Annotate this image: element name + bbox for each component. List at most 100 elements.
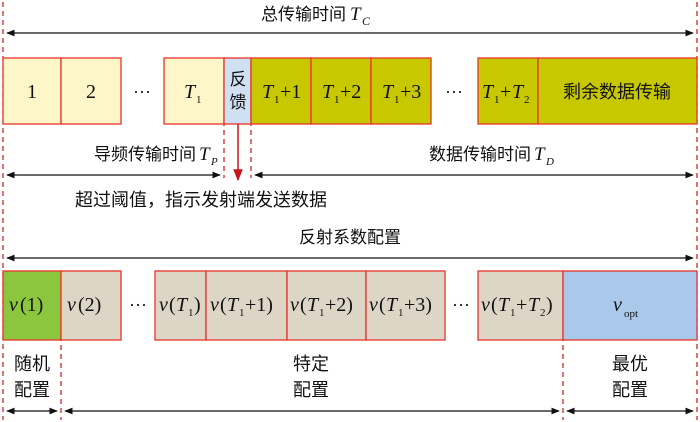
svg-text:(2): (2) — [78, 294, 101, 316]
svg-text:数据传输时间: 数据传输时间 — [429, 145, 531, 165]
svg-text:1: 1 — [334, 94, 340, 106]
slot-t1-plus-1-label: T 1 +1 — [262, 81, 301, 106]
svg-text:+1: +1 — [280, 81, 301, 103]
svg-text:+: + — [500, 81, 511, 103]
svg-text:+3): +3) — [404, 294, 432, 316]
svg-text:T: T — [262, 81, 275, 103]
svg-text:1: 1 — [394, 94, 400, 106]
svg-text:T: T — [382, 81, 395, 103]
svg-text:2: 2 — [524, 94, 530, 106]
svg-text:T: T — [184, 81, 197, 103]
svg-text:+2: +2 — [340, 81, 361, 103]
svg-text:(: ( — [220, 294, 227, 316]
vopt-label: v opt — [613, 294, 638, 320]
pilot-slot-2 — [60, 57, 122, 125]
svg-text:(: ( — [491, 294, 498, 316]
svg-text:T: T — [386, 294, 399, 316]
config-cell-vt1-plus-t2 — [477, 270, 564, 341]
feedback-label-line-1: 反 — [230, 70, 247, 90]
vt1-plus-2-label: v ( T 1 +2) — [290, 294, 353, 319]
reflection-config-row — [2, 270, 698, 341]
random-config-label-line-2: 配置 — [14, 380, 50, 401]
config-cell-vt1-plus-2 — [286, 270, 367, 341]
slot-ellipsis-2: ··· — [445, 82, 463, 102]
svg-text:): ) — [194, 294, 201, 316]
config-cell-v2 — [60, 270, 122, 341]
svg-text:2: 2 — [540, 307, 546, 319]
total-time-label: 总传输时间 T C — [261, 4, 371, 28]
svg-text:1: 1 — [188, 307, 194, 319]
svg-text:1: 1 — [510, 307, 516, 319]
feedback-slot — [223, 57, 252, 125]
slot-t1-plus-2-label: T 1 +2 — [322, 81, 361, 106]
svg-text:1: 1 — [494, 94, 500, 106]
pilot-time-label: 导频传输时间 T P — [94, 144, 218, 168]
svg-text:v: v — [290, 294, 299, 316]
data-slot-t1-plus-3 — [370, 57, 432, 125]
feedback-label-line-2: 馈 — [230, 93, 247, 113]
config-cell-vt1-plus-3 — [365, 270, 446, 341]
random-config-label-line-1: 随机 — [14, 354, 50, 375]
data-time-label: 数据传输时间 T D — [429, 144, 554, 168]
slot-t1-label: T 1 — [184, 81, 202, 106]
pilot-slot-1 — [2, 57, 62, 125]
svg-text:+: + — [516, 294, 527, 316]
config-ellipsis-1: ··· — [129, 295, 147, 315]
config-cell-vt1 — [154, 270, 207, 341]
svg-text:P: P — [210, 156, 218, 168]
pilot-slot-t1 — [163, 57, 225, 125]
svg-text:1: 1 — [239, 307, 245, 319]
data-slot-t1-plus-t2 — [477, 57, 539, 125]
svg-text:1: 1 — [319, 307, 325, 319]
config-cell-vopt — [562, 270, 698, 341]
slot-t1-plus-t2-label: T 1 + T 2 — [482, 81, 530, 106]
slot-1-label: 1 — [27, 81, 37, 103]
svg-text:v: v — [481, 294, 490, 316]
vt1-plus-1-label: v ( T 1 +1) — [210, 294, 273, 319]
specific-config-label-line-1: 特定 — [293, 354, 329, 375]
slot-2-label: 2 — [86, 81, 96, 103]
svg-text:): ) — [546, 294, 553, 316]
config-ellipsis-2: ··· — [452, 295, 470, 315]
config-cell-v1 — [2, 270, 62, 341]
svg-text:(: ( — [300, 294, 307, 316]
svg-text:C: C — [362, 14, 371, 28]
reflection-config-labels: v (1) v (2) ··· v ( T 1 ) v ( T 1 +1) v … — [9, 294, 638, 320]
svg-text:D: D — [545, 156, 554, 168]
svg-text:T: T — [322, 81, 335, 103]
svg-text:v: v — [613, 294, 622, 316]
svg-text:T: T — [534, 144, 546, 165]
svg-text:opt: opt — [624, 308, 638, 320]
svg-text:导频传输时间: 导频传输时间 — [94, 145, 196, 165]
transmission-slot-labels: 1 2 ··· T 1 反 馈 T 1 +1 T 1 +2 T 1 +3 ···… — [27, 70, 671, 113]
svg-text:v: v — [9, 294, 18, 316]
svg-text:T: T — [498, 294, 511, 316]
svg-text:T: T — [199, 144, 211, 165]
svg-text:1: 1 — [274, 94, 280, 106]
svg-text:T: T — [176, 294, 189, 316]
optimal-config-label-line-1: 最优 — [612, 354, 648, 375]
remaining-data-label: 剩余数据传输 — [563, 82, 671, 103]
vt1-plus-t2-label: v ( T 1 + T 2 ) — [481, 294, 553, 319]
svg-text:T: T — [482, 81, 495, 103]
v1-label: v (1) — [9, 294, 43, 316]
vt1-label: v ( T 1 ) — [159, 294, 201, 319]
svg-text:1: 1 — [196, 94, 202, 106]
transmission-slots-row — [2, 57, 698, 125]
svg-text:v: v — [369, 294, 378, 316]
svg-text:T: T — [528, 294, 541, 316]
config-cell-vt1-plus-1 — [205, 270, 288, 341]
slot-ellipsis-1: ··· — [133, 82, 151, 102]
svg-text:总传输时间: 总传输时间 — [261, 5, 346, 25]
threshold-note: 超过阈值，指示发射端发送数据 — [75, 190, 327, 211]
optimal-config-label-line-2: 配置 — [612, 380, 648, 401]
specific-config-label-line-2: 配置 — [293, 380, 329, 401]
svg-text:(: ( — [379, 294, 386, 316]
svg-text:1: 1 — [398, 307, 404, 319]
svg-text:T: T — [307, 294, 320, 316]
svg-text:+3: +3 — [400, 81, 421, 103]
svg-text:(1): (1) — [20, 294, 43, 316]
svg-text:T: T — [227, 294, 240, 316]
